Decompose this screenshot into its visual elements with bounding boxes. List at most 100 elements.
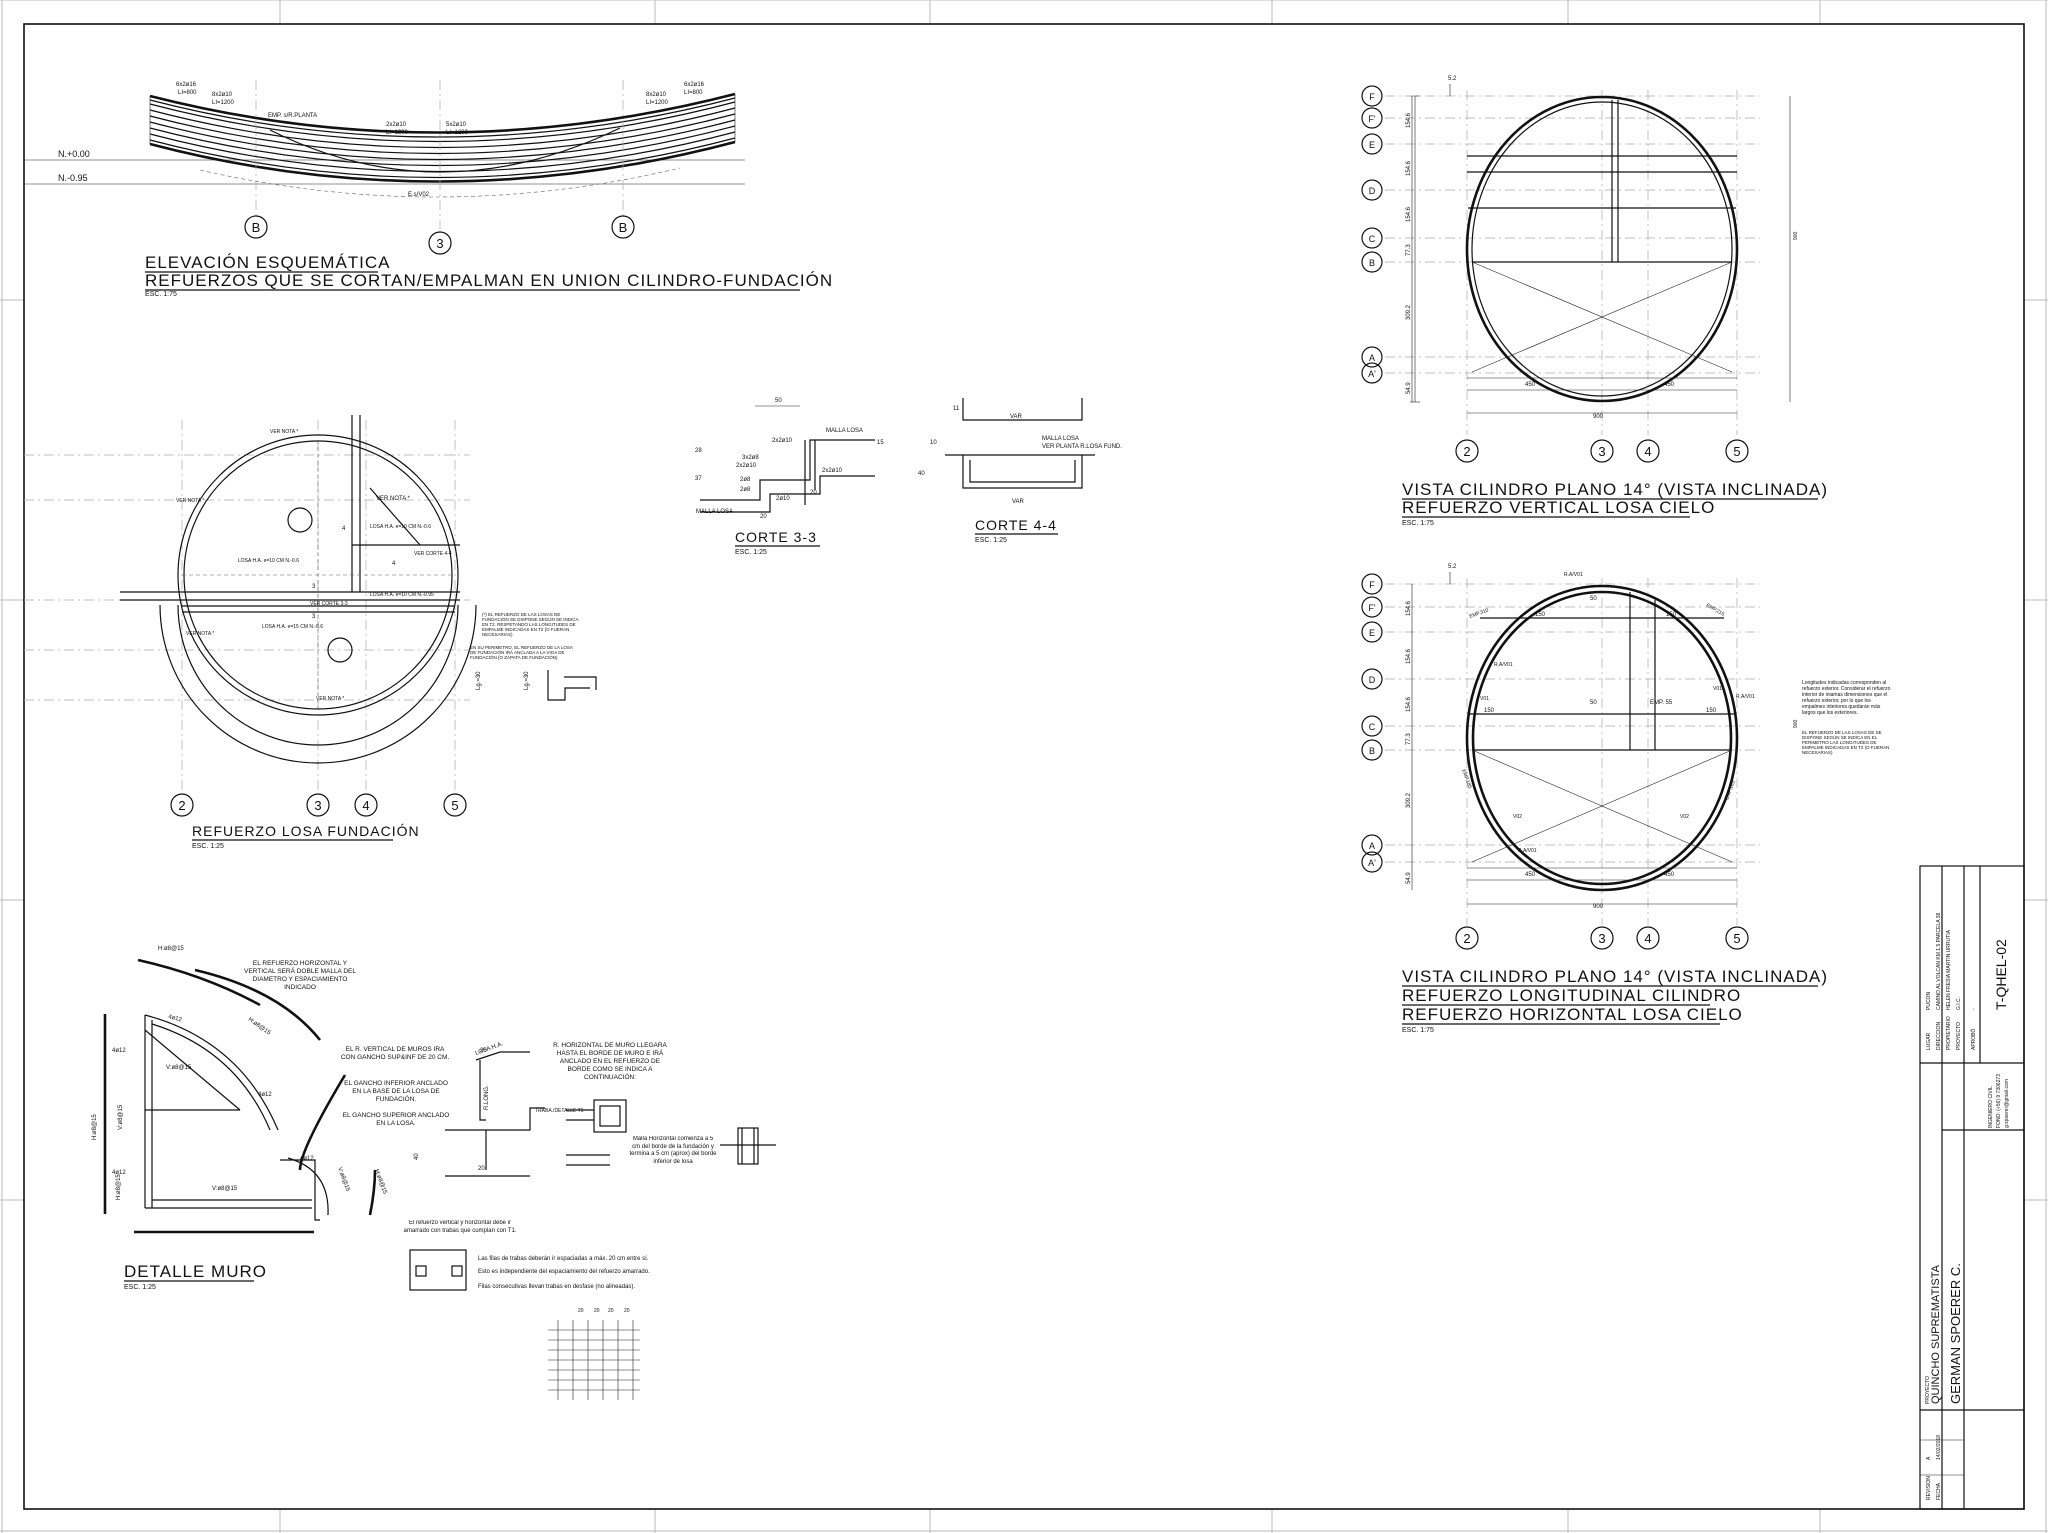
c33-20b: 20: [760, 514, 767, 520]
muro-note-3: EL GANCHO INFERIOR ANCLADO EN LA BASE DE…: [344, 1080, 448, 1103]
elev-label-3: 2x2ø10: [386, 122, 407, 128]
v1-dim-1: 154.6: [1406, 112, 1412, 128]
muro-grid-20b: 20: [594, 1308, 600, 1314]
found-lg-2: Lg.=30: [524, 671, 530, 690]
found-lg-1: Lg.=30: [476, 671, 482, 690]
found-mark-3a: 3: [312, 584, 316, 590]
v2-bubble-3: 3: [1598, 931, 1605, 946]
v2-bubble-4: 4: [1644, 931, 1651, 946]
level-n1: N.-0.95: [58, 173, 88, 183]
vista2-title-2: REFUERZO LONGITUDINAL CILINDRO: [1402, 986, 1741, 1005]
elev-label-6b: LI=800: [684, 90, 703, 96]
v1-dim-6: 54.9: [1406, 382, 1412, 394]
v1-dim-5: 309.2: [1406, 304, 1412, 320]
vista-2-drawing: 5.2 154.6 154.6 154.6 77.3 309.2 54.9 90…: [1361, 564, 1890, 950]
foundation-title: REFUERZO LOSA FUNDACIÓN: [192, 823, 420, 839]
c33-37: 37: [695, 476, 702, 482]
v1-row-d: D: [1369, 186, 1376, 196]
found-vernota-1: VER NOTA *: [270, 429, 298, 435]
v1-bubble-3: 3: [1598, 444, 1605, 459]
v1-row-bubbles: F F' E D C B A A': [1361, 85, 1383, 384]
c44-11: 11: [953, 406, 960, 412]
v2-150b: 150: [1666, 612, 1677, 618]
c33-2o8b: 2ø8: [740, 487, 751, 493]
v1-row-c: C: [1369, 234, 1376, 244]
muro-traba: TRABA./DETALLE T1: [535, 1108, 584, 1114]
muro-note-6: Malla Horizontal comienza a 5 cm del bor…: [629, 1136, 717, 1165]
v1-dim-4: 77.3: [1406, 244, 1412, 256]
c33-2o8a: 2ø8: [740, 477, 751, 483]
v2-dim-4: 77.3: [1406, 733, 1412, 745]
found-vernota-2: VER NOTA *: [176, 498, 204, 504]
found-losa-1: LOSA H.A. e=10 CM N.-0.6: [238, 558, 299, 564]
v1-bubble-4: 4: [1644, 444, 1651, 459]
v1-row-a: A: [1369, 353, 1375, 363]
muro-note-4: EL GANCHO SUPERIOR ANCLADO EN LA LOSA.: [342, 1112, 450, 1127]
v2-dim-side: 900: [1793, 719, 1799, 728]
c33-malla: MALLA LOSA: [826, 428, 863, 434]
muro-note-9: Esto es independiente del espaciamiento …: [478, 1269, 650, 1275]
tb-project-name: QUINCHO SUPREMATISTA: [1930, 1264, 1942, 1404]
c44-40: 40: [918, 471, 925, 477]
muro-grid-20a: 20: [578, 1308, 584, 1314]
level-n0: N.+0.00: [58, 149, 90, 159]
muro-note-10: Filas consecutivas llevan trabas en desf…: [478, 1284, 636, 1290]
muro-title: DETALLE MURO: [124, 1262, 267, 1281]
vista-1-drawing: 5.2 154.6 154.6 154.6 77.3 309.2 54.9 90…: [1361, 76, 1799, 463]
v1-w2: 450: [1664, 382, 1675, 388]
found-bubble-3: 3: [314, 798, 321, 813]
found-mark-4b: 4: [392, 561, 396, 567]
elev-label-1: 6x2ø16: [176, 82, 197, 88]
v2-dim-top: 5.2: [1448, 564, 1457, 570]
v2-dim-1: 154.6: [1406, 600, 1412, 616]
foundation-scale: ESC. 1:25: [192, 843, 224, 850]
v1-row-b: B: [1369, 258, 1375, 268]
v1-bubble-5: 5: [1733, 444, 1740, 459]
muro-note-7: El refuerzo vertical y horizontal debe i…: [403, 1220, 517, 1234]
c33-20a: 20: [810, 490, 817, 496]
tb-proy-label: PROYECTO: [1956, 1022, 1962, 1050]
v2-w2: 450: [1664, 872, 1675, 878]
vista1-scale: ESC. 1:75: [1402, 520, 1434, 527]
corte33-title: CORTE 3-3: [735, 529, 817, 545]
found-ver-corte-44: VER CORTE 4-4: [414, 551, 452, 557]
v2-dim-2: 154.6: [1406, 648, 1412, 664]
foundation-drawing: VER NOTA * VER NOTA * VER NOTA * VER NOT…: [24, 415, 597, 817]
elev-label-3b: LI=1200: [386, 130, 409, 136]
tb-designer: GERMAN SPOERER C.: [1948, 1263, 1963, 1404]
muro-r4: 4ø12: [112, 1170, 126, 1176]
muro-v2: V:ø8@15: [118, 1104, 124, 1130]
tb-sheet-code: T-QHEL-02: [1993, 939, 2009, 1010]
v2-row-b: B: [1369, 746, 1375, 756]
tb-aprobo-value: -: [1971, 1008, 1977, 1010]
vista2-note-2: EL REFUERZO DE LAS LOSAS DE SE DISPONE S…: [1802, 730, 1890, 755]
muro-note-1: EL REFUERZO HORIZONTAL Y VERTICAL SERÁ D…: [244, 960, 356, 991]
vista1-title-2: REFUERZO VERTICAL LOSA CIELO: [1402, 498, 1715, 517]
muro-40: 40: [414, 1153, 420, 1160]
muro-note-8: Las filas de trabas deberán ir espaciada…: [478, 1256, 649, 1262]
muro-h1: H:ø8@15: [158, 946, 184, 952]
found-losa-4: LOSA H.A. e=10 CM N.-0.95: [370, 592, 434, 598]
v1-row-a2: A': [1368, 369, 1376, 379]
found-note-1: (*) EL REFUERZO DE LAS LOSAS DE FUNDACIÓ…: [482, 612, 579, 637]
c44-var-bottom: VAR: [1012, 499, 1025, 505]
tb-lugar-value: PUCON: [1926, 992, 1932, 1010]
v2-total: 900: [1593, 904, 1604, 910]
found-bubble-4: 4: [362, 798, 369, 813]
muro-r5: 4ø12: [300, 1156, 314, 1162]
v2-50a: 50: [1590, 596, 1597, 602]
corte-33-drawing: 50 MALLA LOSA 2x2ø10 3x2ø8 2x2ø10 2ø8 2ø…: [695, 398, 884, 520]
v2-ra1: R.A/V01: [1564, 572, 1583, 578]
elev-label-4b: LI=1200: [446, 130, 469, 136]
corte-44-drawing: VAR MALLA LOSA VER PLANTA R.LOSA FUND. V…: [918, 398, 1122, 505]
found-mark-4a: 4: [342, 526, 346, 532]
muro-grid-20d: 20: [624, 1308, 630, 1314]
c33-50: 50: [775, 398, 782, 404]
vista2-scale: ESC. 1:75: [1402, 1027, 1434, 1034]
muro-20b: 20: [478, 1166, 485, 1172]
muro-h5: H:ø8@15: [116, 1174, 122, 1200]
corte33-scale: ESC. 1:25: [735, 549, 767, 556]
corte44-scale: ESC. 1:25: [975, 537, 1007, 544]
sheet-frame: [23, 23, 2025, 1510]
